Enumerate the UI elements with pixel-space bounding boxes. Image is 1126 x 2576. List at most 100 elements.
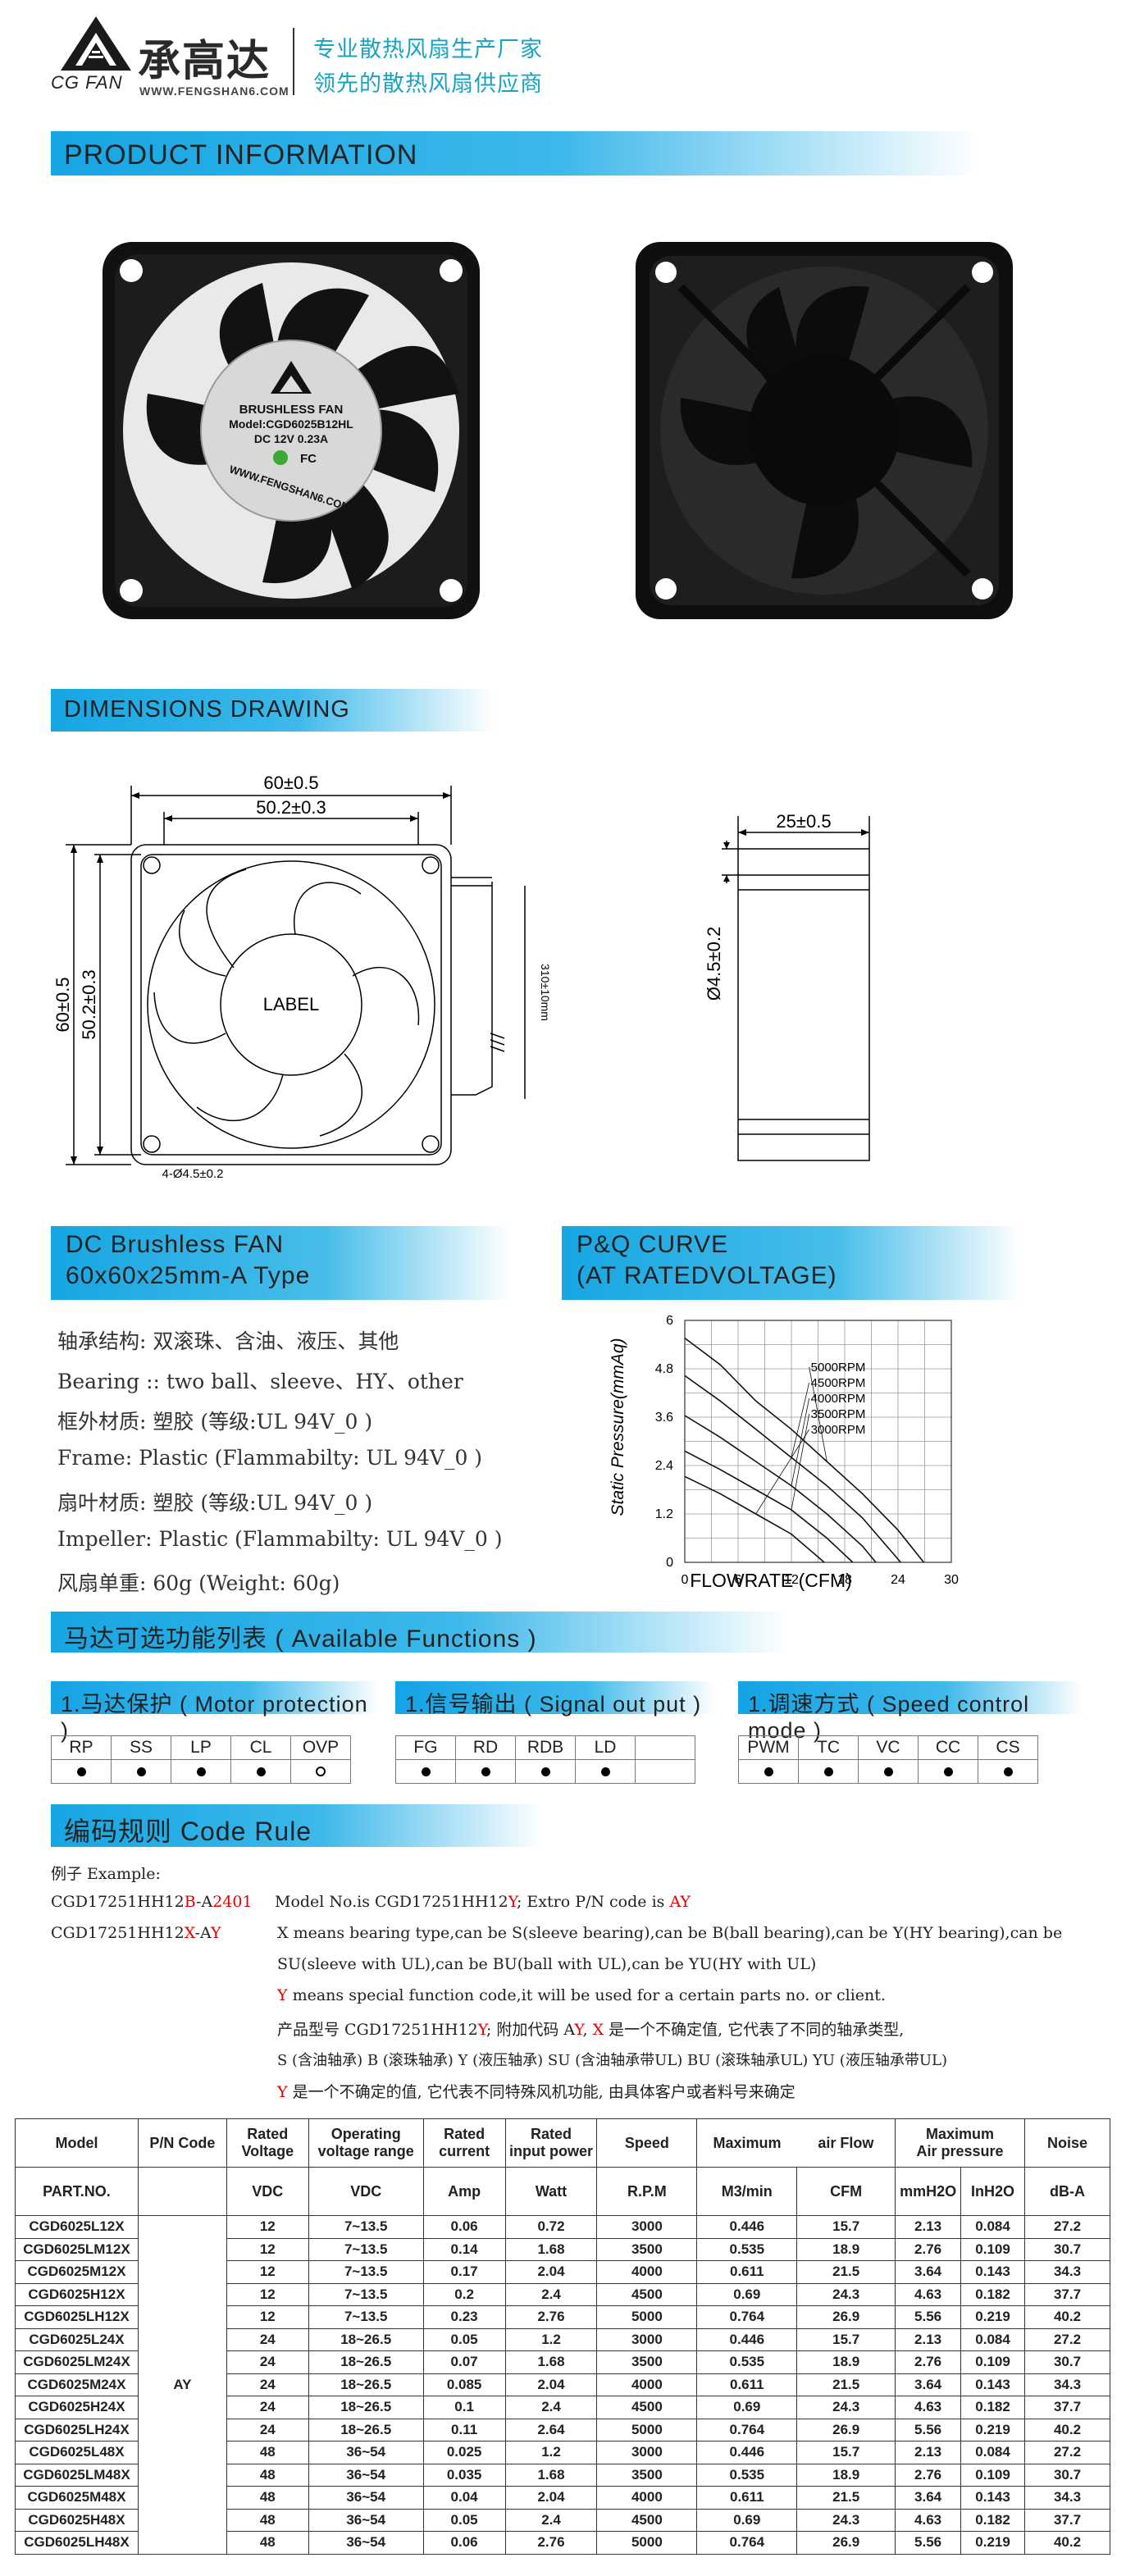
table-cell: 12 xyxy=(226,2282,309,2306)
code-y-meaning: Y means special function code,it will be… xyxy=(277,1986,886,2004)
signal-option-label: LD xyxy=(575,1735,636,1760)
table-cell: 0.17 xyxy=(422,2260,506,2284)
table-cell: 30.7 xyxy=(1024,2463,1110,2487)
table-cell: 0.69 xyxy=(696,2396,798,2419)
table-unit: InH2O xyxy=(960,2167,1026,2216)
section-title: DIMENSIONS DRAWING xyxy=(64,696,350,723)
available-dot-icon xyxy=(540,1767,550,1776)
table-cell: 0.1 xyxy=(422,2396,506,2419)
optional-ring-icon xyxy=(316,1767,326,1776)
code-example-label: 例子 Example: xyxy=(51,1865,161,1883)
motor-option-label: LP xyxy=(171,1735,231,1760)
table-cell: 40.2 xyxy=(1024,2305,1110,2329)
speed-option-label: CC xyxy=(918,1735,978,1760)
fan-front-photo: BRUSHLESS FAN Model:CGD6025B12HL DC 12V … xyxy=(103,242,480,619)
table-cell: CGD6025LH24X xyxy=(15,2418,139,2442)
table-cell: 0.084 xyxy=(960,2215,1026,2239)
front-dimension-drawing: 60±0.5 50.2±0.3 60±0.5 50.2±0.3 LABEL 4-… xyxy=(52,773,552,1181)
chart-legend-leader xyxy=(791,1382,810,1458)
chart-y-tick: 1.2 xyxy=(655,1507,673,1521)
section-title: 马达可选功能列表 ( Available Functions ) xyxy=(64,1625,537,1653)
table-cell: 36~54 xyxy=(308,2441,424,2464)
table-cell: 12 xyxy=(226,2260,309,2284)
table-cell: 12 xyxy=(226,2305,309,2329)
signal-title: 1.信号输出 ( Signal out put ) xyxy=(405,1692,702,1717)
table-cell: 7~13.5 xyxy=(308,2282,424,2306)
table-header: Speed xyxy=(596,2118,698,2168)
table-cell: 21.5 xyxy=(796,2486,896,2510)
table-cell: 2.76 xyxy=(504,2531,598,2555)
table-cell: 2.4 xyxy=(504,2396,598,2419)
table-cell: 24 xyxy=(226,2418,309,2442)
table-cell: 15.7 xyxy=(796,2328,896,2351)
pq-header-line-1: P&Q CURVE xyxy=(577,1231,729,1258)
table-cell: 15.7 xyxy=(796,2215,896,2239)
table-cell: 0.14 xyxy=(422,2237,506,2261)
code-example-1-desc: Model No.is CGD17251HH12Y; Extro P/N cod… xyxy=(275,1893,691,1911)
table-cell: 3500 xyxy=(596,2237,698,2261)
table-cell: 3500 xyxy=(596,2463,698,2487)
table-cell: 18~26.5 xyxy=(308,2396,424,2419)
spec-impeller-en: Impeller: Plastic (Flammabilty: UL 94V_0… xyxy=(57,1527,503,1551)
chart-legend-leader xyxy=(809,1366,827,1462)
slogan-line-1: 专业散热风扇生产厂家 xyxy=(313,37,543,62)
table-cell: CGD6025M48X xyxy=(15,2486,139,2510)
signal-output-table: FG RD RDB LD xyxy=(395,1735,695,1784)
table-cell: 24 xyxy=(226,2350,309,2374)
table-cell: 0.219 xyxy=(960,2418,1026,2442)
chart-x-tick: 30 xyxy=(944,1573,959,1587)
table-cell: 18~26.5 xyxy=(308,2373,424,2396)
table-header: Maximum xyxy=(696,2118,797,2168)
fan-label-line-1: BRUSHLESS FAN xyxy=(239,403,344,417)
spec-bearing-en: Bearing :: two ball、sleeve、HY、other xyxy=(57,1370,463,1393)
table-cell: 30.7 xyxy=(1024,2237,1110,2261)
table-cell: 0.611 xyxy=(696,2260,798,2284)
table-cell: 0.11 xyxy=(422,2418,506,2442)
table-cell: 36~54 xyxy=(308,2508,424,2532)
table-cell: 0.084 xyxy=(960,2441,1026,2464)
available-dot-icon xyxy=(481,1767,490,1776)
pn-code-cell: AY xyxy=(137,2215,227,2555)
table-cell: 18~26.5 xyxy=(308,2418,424,2442)
chart-legend-leader xyxy=(791,1413,810,1511)
table-cell: 0.085 xyxy=(422,2373,506,2396)
table-unit: M3/min xyxy=(696,2167,798,2216)
table-cell: 0.446 xyxy=(696,2328,798,2351)
table-cell: 18.9 xyxy=(796,2237,896,2261)
table-cell: 4000 xyxy=(596,2260,698,2284)
table-cell: 0.182 xyxy=(960,2396,1026,2419)
dim-width-inner: 50.2±0.3 xyxy=(256,797,326,818)
available-dot-icon xyxy=(196,1767,206,1776)
table-cell: 2.76 xyxy=(504,2305,598,2329)
table-cell: 48 xyxy=(226,2463,309,2487)
available-dot-icon xyxy=(883,1767,893,1776)
table-cell: CGD6025H12X xyxy=(15,2282,139,2306)
available-dot-icon xyxy=(1003,1767,1013,1776)
table-cell: 2.04 xyxy=(504,2486,598,2510)
table-cell: 0.219 xyxy=(960,2305,1026,2329)
section-code-rule: 编码规则 Code Rule xyxy=(51,1804,543,1847)
motor-option-label: CL xyxy=(230,1735,291,1760)
fan-back-photo xyxy=(636,242,1013,619)
table-cell: 34.3 xyxy=(1024,2260,1110,2284)
table-cell: 0.219 xyxy=(960,2531,1026,2555)
table-cell: 34.3 xyxy=(1024,2486,1110,2510)
chart-series-line xyxy=(684,1337,925,1563)
table-cell: 26.9 xyxy=(796,2418,896,2442)
speed-option-label: VC xyxy=(858,1735,919,1760)
motor-option-label: RP xyxy=(51,1735,112,1760)
code-cn-line-2: S (含油轴承) B (滚珠轴承) Y (液压轴承) SU (含油轴承带UL) … xyxy=(277,2052,947,2069)
chart-y-tick: 0 xyxy=(666,1556,673,1570)
table-cell: 0.143 xyxy=(960,2486,1026,2510)
available-dot-icon xyxy=(823,1767,833,1776)
table-cell: 3000 xyxy=(596,2215,698,2239)
table-cell: 18.9 xyxy=(796,2463,896,2487)
chart-legend-entry: 3500RPM xyxy=(811,1407,866,1421)
table-cell: 1.68 xyxy=(504,2237,598,2261)
company-website[interactable]: WWW.FENGSHAN6.COM xyxy=(139,84,289,98)
spec-header-pq: P&Q CURVE (AT RATEDVOLTAGE) xyxy=(562,1226,1021,1300)
